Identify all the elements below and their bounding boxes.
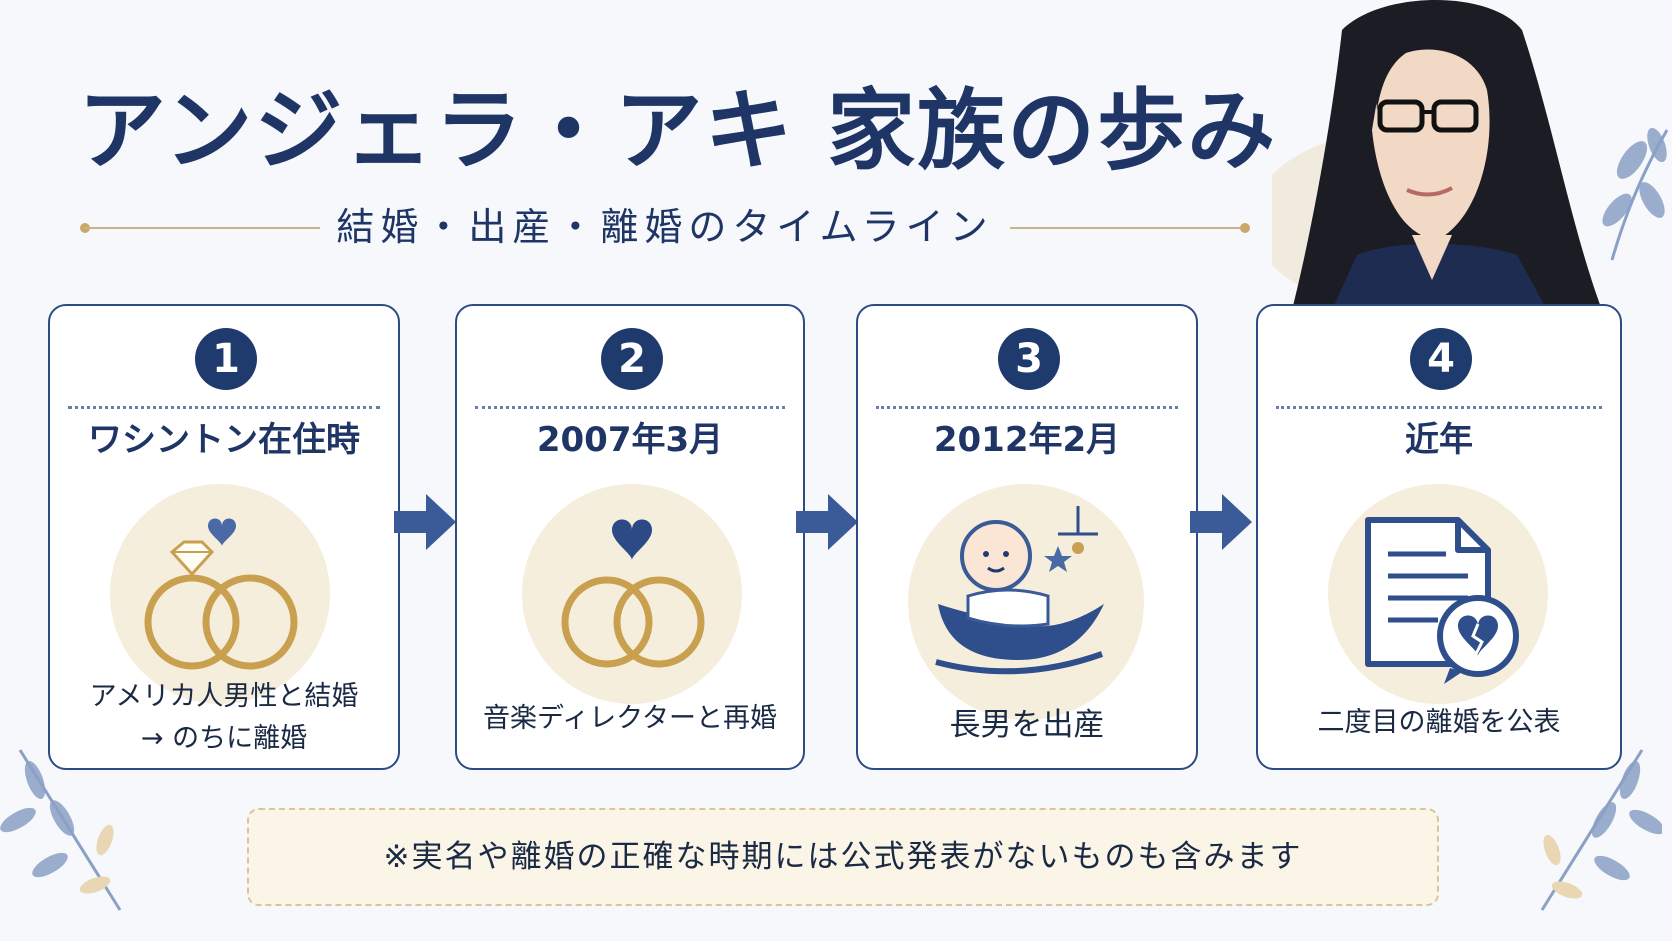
rule-right	[1010, 227, 1246, 229]
page-subtitle: 結婚・出産・離婚のタイムライン	[336, 205, 994, 249]
step-number-badge: 1	[195, 328, 257, 390]
step-description: 二度目の離婚を公表	[1317, 707, 1561, 738]
footnote-box: ※実名や離婚の正確な時期には公式発表がないものも含みます	[247, 808, 1439, 906]
arrow-right-icon	[796, 494, 858, 550]
rule-left	[84, 227, 320, 229]
step-description: 音楽ディレクターと再婚	[482, 703, 778, 734]
timeline-card-2: 2 2007年3月 音楽ディレクターと再婚	[455, 304, 805, 770]
step-description: 長男を出産	[949, 707, 1105, 743]
leaf-decoration-right	[1540, 749, 1662, 911]
card-divider	[1276, 406, 1602, 409]
step-date: 2012年2月	[933, 420, 1121, 460]
step-number-badge: 4	[1410, 328, 1472, 390]
step-number-badge: 2	[601, 328, 663, 390]
portrait-illustration	[1272, 0, 1669, 310]
rule-dot-right	[1240, 223, 1250, 233]
wedding-rings-diamond-icon	[110, 484, 330, 704]
step-date: ワシントン在住時	[88, 420, 360, 460]
timeline-card-4: 4 近年 二度目の離婚を公表	[1256, 304, 1622, 770]
step-date: 近年	[1405, 420, 1473, 460]
card-divider	[68, 406, 380, 409]
arrow-right-icon	[1190, 494, 1252, 550]
leaf-decoration-left	[0, 749, 122, 911]
subtitle-row: 結婚・出産・離婚のタイムライン	[80, 202, 1250, 252]
card-divider	[876, 406, 1178, 409]
document-broken-heart-icon	[1328, 484, 1548, 704]
timeline-card-3: 3 2012年2月 長男を出産	[856, 304, 1198, 770]
step-number-badge: 3	[998, 328, 1060, 390]
page-title: アンジェラ・アキ 家族の歩み	[78, 78, 1278, 182]
step-description-line2: → のちに離婚	[140, 723, 308, 754]
arrow-right-icon	[394, 494, 456, 550]
step-description-line1: アメリカ人男性と結婚	[89, 681, 359, 712]
baby-cradle-icon	[908, 484, 1144, 720]
step-date: 2007年3月	[536, 420, 724, 460]
card-divider	[475, 406, 785, 409]
timeline-card-1: 1 ワシントン在住時 アメリカ人男性と結婚 → のちに離婚	[48, 304, 400, 770]
wedding-rings-heart-icon	[522, 484, 742, 704]
